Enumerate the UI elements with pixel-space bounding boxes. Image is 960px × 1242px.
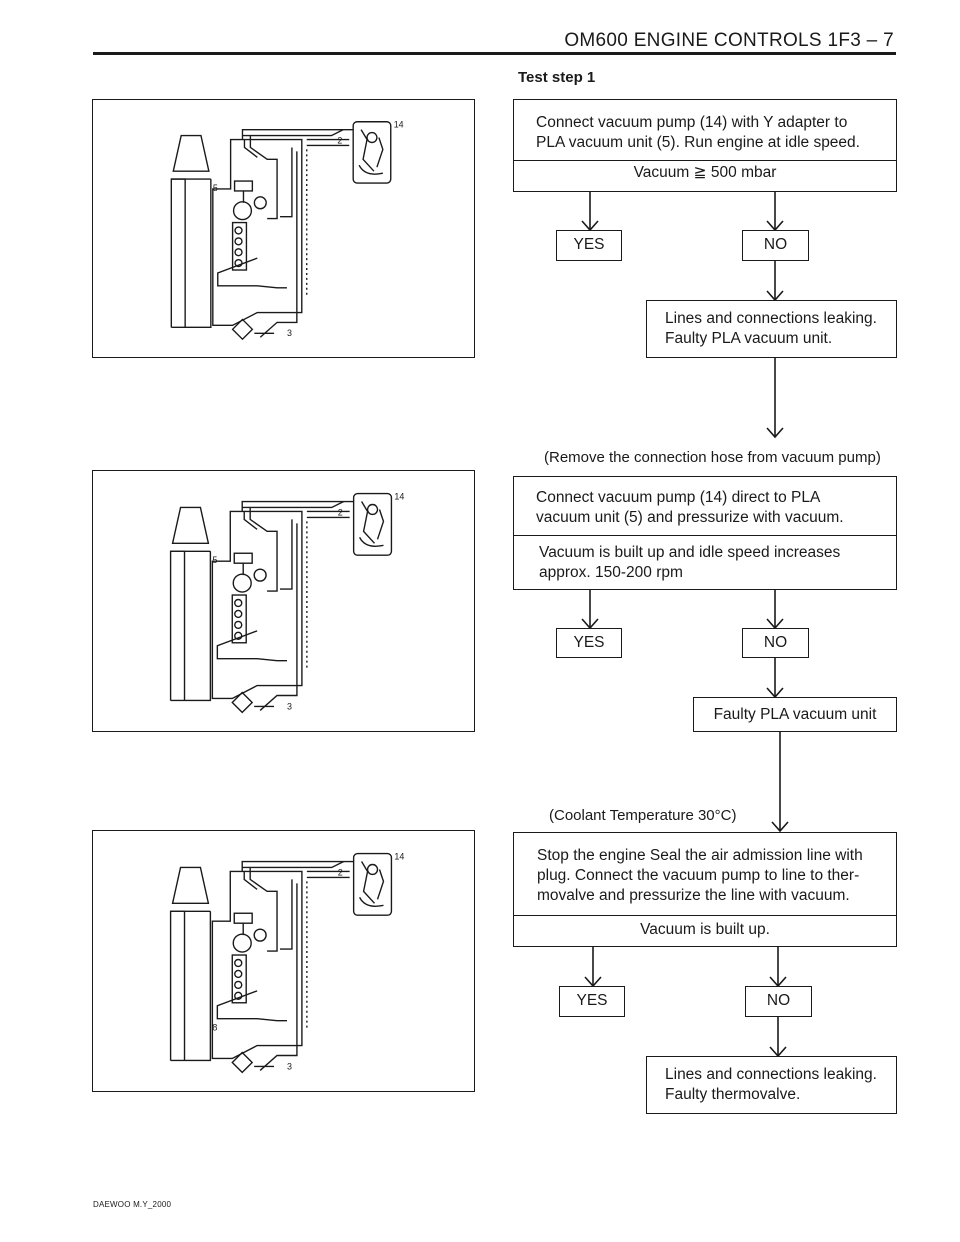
note-remove-hose: (Remove the connection hose from vacuum … xyxy=(544,449,881,466)
engine-vacuum-figure-2: 14 2 3 5 xyxy=(92,470,475,732)
engine-vacuum-figure-3: 14 2 3 8 xyxy=(92,830,475,1092)
step3-instruction-box: Stop the engine Seal the air admission l… xyxy=(513,832,897,947)
step3-line2: plug. Connect the vacuum pump to line to… xyxy=(537,867,860,884)
step3-line1: Stop the engine Seal the air admission l… xyxy=(537,847,863,864)
step2-cond-line1: Vacuum is built up and idle speed increa… xyxy=(539,544,841,561)
step1-line1: Connect vacuum pump (14) with Y adapter … xyxy=(536,114,848,131)
step3-yes-box: YES xyxy=(559,986,625,1017)
header-rule xyxy=(93,52,896,55)
svg-text:2: 2 xyxy=(338,507,343,517)
svg-text:2: 2 xyxy=(337,135,342,145)
step2-instruction-box: Connect vacuum pump (14) direct to PLA v… xyxy=(513,476,897,590)
svg-text:5: 5 xyxy=(212,555,217,565)
step1-no-result-line2: Faulty PLA vacuum unit. xyxy=(665,330,833,347)
page-header-title: OM600 ENGINE CONTROLS 1F3 – 7 xyxy=(564,30,894,51)
step2-no-box: NO xyxy=(742,628,809,658)
svg-text:3: 3 xyxy=(287,1061,292,1071)
step2-no-result-box: Faulty PLA vacuum unit xyxy=(693,697,897,732)
step3-no-box: NO xyxy=(745,986,812,1017)
step2-instruction: Connect vacuum pump (14) direct to PLA v… xyxy=(514,477,896,536)
engine-diagram: 14 2 3 8 xyxy=(169,852,404,1074)
engine-vacuum-figure-1: 14 2 3 5 xyxy=(92,99,475,358)
step1-line2: PLA vacuum unit (5). Run engine at idle … xyxy=(536,134,860,151)
step1-no-box: NO xyxy=(742,230,809,261)
svg-text:2: 2 xyxy=(338,867,343,877)
step1-instruction: Connect vacuum pump (14) with Y adapter … xyxy=(514,100,896,161)
svg-text:14: 14 xyxy=(394,120,404,130)
note-coolant-temperature: (Coolant Temperature 30°C) xyxy=(549,807,737,824)
step2-no-result: Faulty PLA vacuum unit xyxy=(713,706,877,723)
step2-yes-box: YES xyxy=(556,628,622,658)
step3-line3: movalve and pressurize the line with vac… xyxy=(537,887,850,904)
svg-text:14: 14 xyxy=(394,492,404,502)
step3-no-result-box: Lines and connections leaking. Faulty th… xyxy=(646,1056,897,1114)
step3-condition: Vacuum is built up. xyxy=(640,921,770,938)
svg-text:14: 14 xyxy=(394,852,404,862)
step2-line2: vacuum unit (5) and pressurize with vacu… xyxy=(536,509,844,526)
step1-condition: Vacuum ≧ 500 mbar xyxy=(633,164,777,181)
step3-no-result-line1: Lines and connections leaking. xyxy=(665,1066,877,1083)
step3-no-result-line2: Faulty thermovalve. xyxy=(665,1086,801,1103)
step1-no-result-box: Lines and connections leaking. Faulty PL… xyxy=(646,300,897,358)
svg-text:3: 3 xyxy=(287,701,292,711)
step2-cond-line2: approx. 150-200 rpm xyxy=(539,564,683,581)
test-step-title: Test step 1 xyxy=(518,69,596,86)
step3-instruction: Stop the engine Seal the air admission l… xyxy=(514,833,896,916)
page-footer: DAEWOO M.Y_2000 xyxy=(93,1200,172,1209)
svg-text:8: 8 xyxy=(212,1023,217,1033)
engine-diagram: 14 2 3 5 xyxy=(170,120,404,341)
step2-line1: Connect vacuum pump (14) direct to PLA xyxy=(536,489,821,506)
step1-instruction-box: Connect vacuum pump (14) with Y adapter … xyxy=(513,99,897,192)
engine-diagram: 14 2 3 5 xyxy=(169,492,404,714)
step1-yes-box: YES xyxy=(556,230,622,261)
step1-no-result-line1: Lines and connections leaking. xyxy=(665,310,877,327)
svg-text:3: 3 xyxy=(287,328,292,338)
svg-text:5: 5 xyxy=(213,183,218,193)
